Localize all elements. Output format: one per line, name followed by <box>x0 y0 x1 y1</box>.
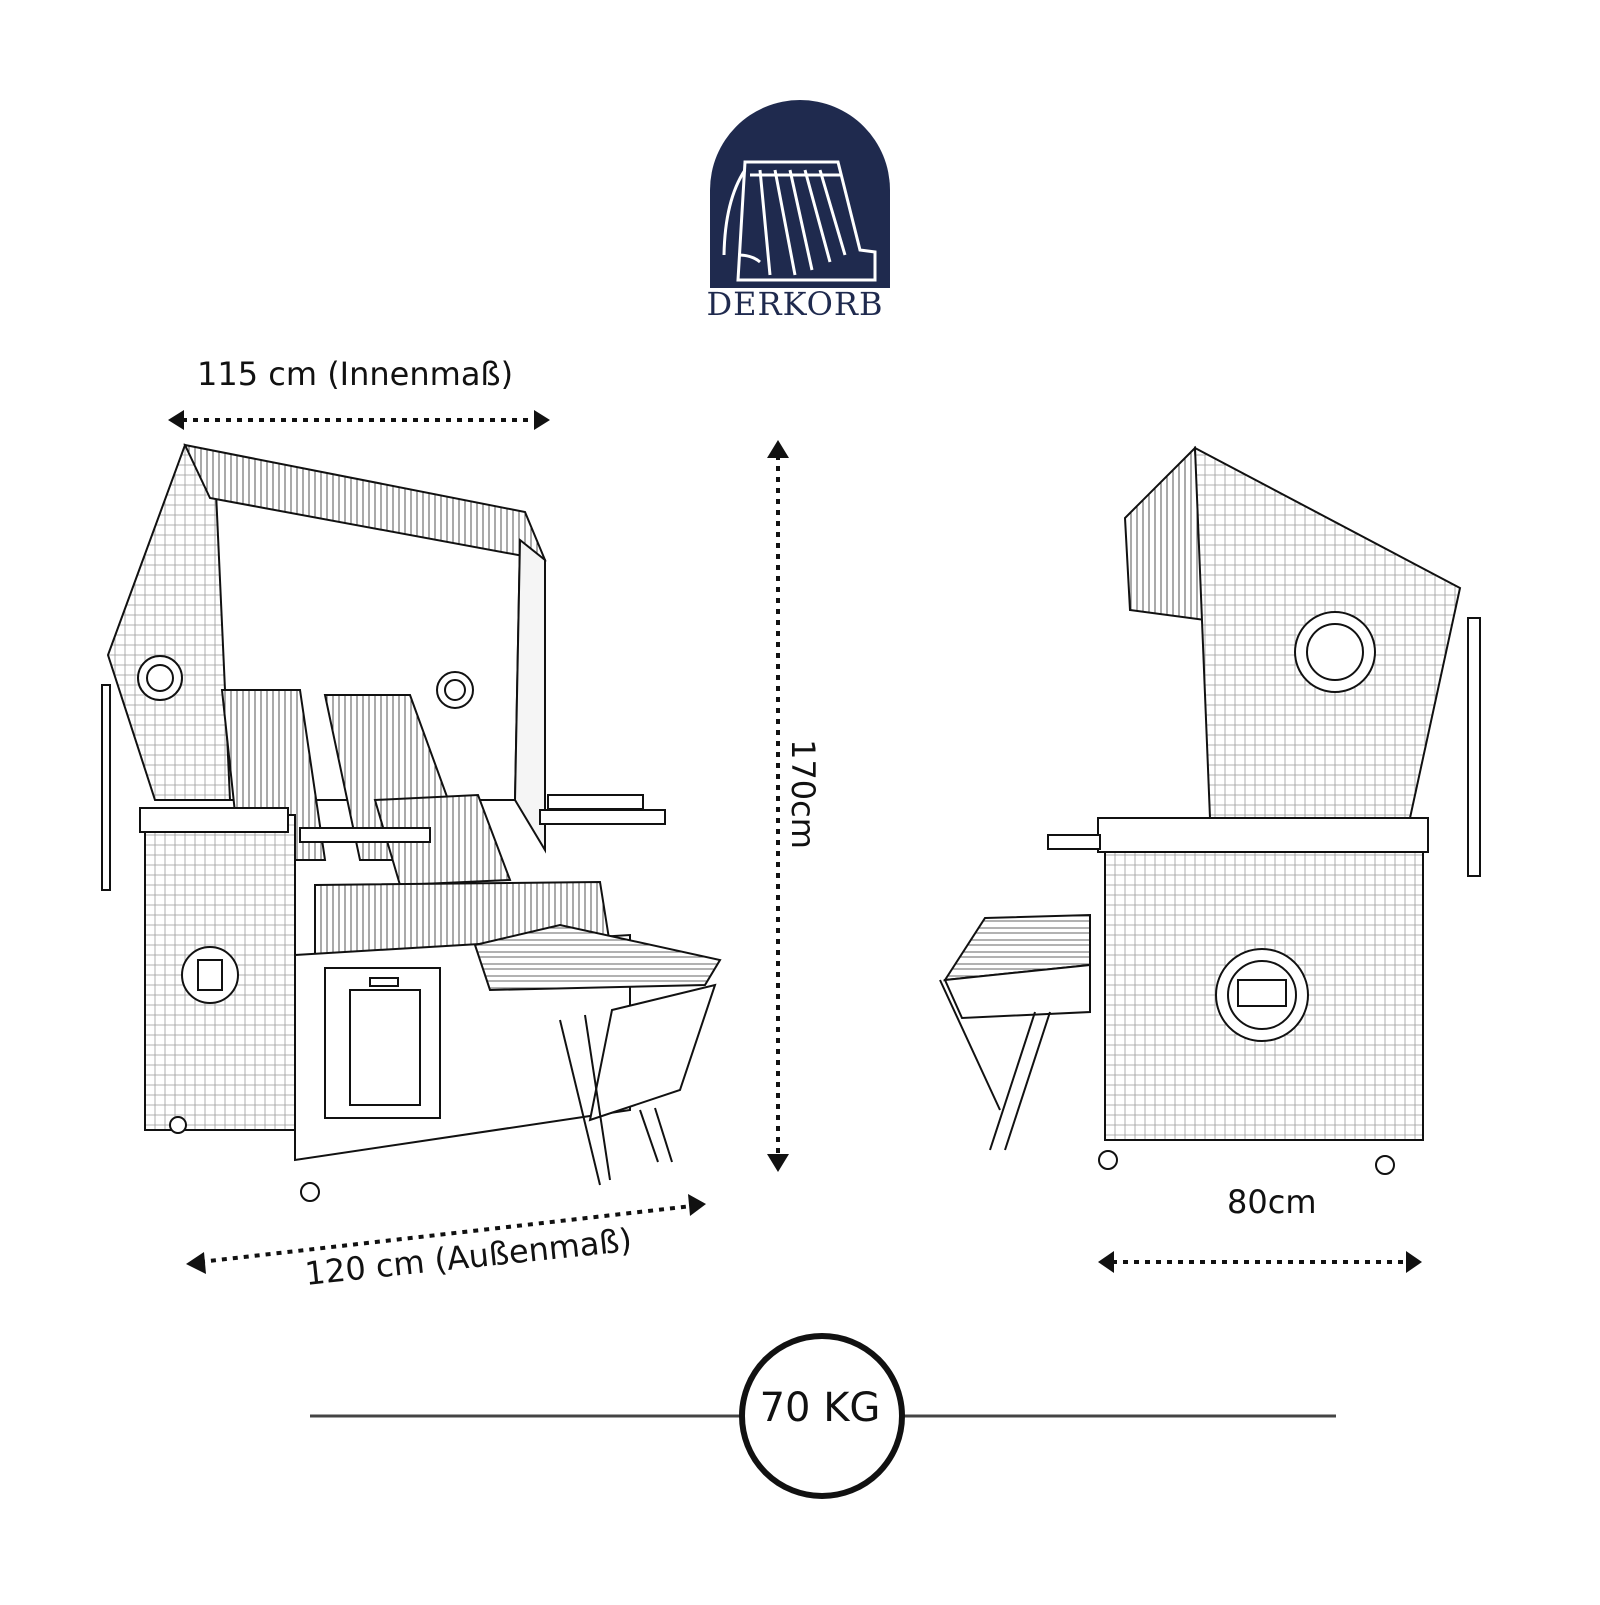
label-weight: 70 KG <box>759 1385 881 1431</box>
arrow-height <box>767 440 789 1172</box>
label-inner-width: 115 cm (Innenmaß) <box>197 355 514 393</box>
arrow-outer-width <box>186 1194 706 1274</box>
beach-chair-side-view <box>939 445 1481 1175</box>
arrow-inner-width <box>168 410 550 430</box>
brand-logo <box>710 100 890 288</box>
logo-arch <box>710 100 890 288</box>
label-height: 170cm <box>783 739 822 849</box>
weight-indicator <box>310 1333 1336 1499</box>
logo-beach-chair-icon <box>722 160 877 282</box>
arrow-depth <box>1098 1251 1422 1273</box>
beach-chair-front-view <box>101 443 722 1202</box>
logo-brand-name: DERKORB <box>706 285 884 323</box>
label-depth: 80cm <box>1227 1183 1317 1221</box>
